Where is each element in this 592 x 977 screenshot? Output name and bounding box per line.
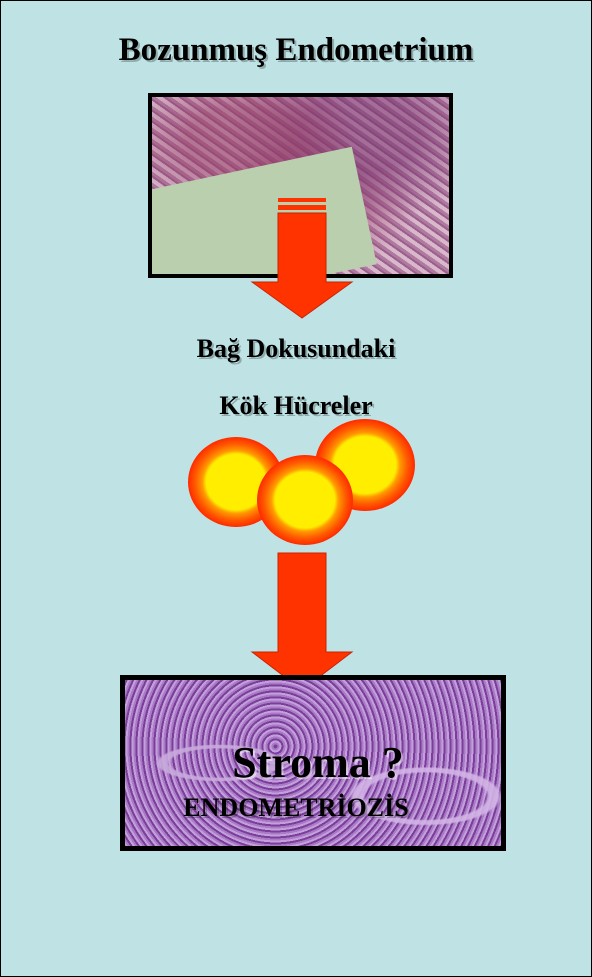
histology-image-bottom: Stroma ? xyxy=(120,675,506,851)
footer-label: ENDOMETRİOZİS xyxy=(0,793,592,823)
down-arrow-bottom xyxy=(252,553,352,690)
label-connective-tissue: Bağ Dokusundaki xyxy=(0,334,592,364)
stem-cells xyxy=(188,419,415,545)
label-stem-cells: Kök Hücreler xyxy=(0,391,592,421)
down-arrow-top xyxy=(252,198,352,318)
stroma-label: Stroma ? xyxy=(125,737,506,788)
stem-cell-center xyxy=(257,455,353,545)
